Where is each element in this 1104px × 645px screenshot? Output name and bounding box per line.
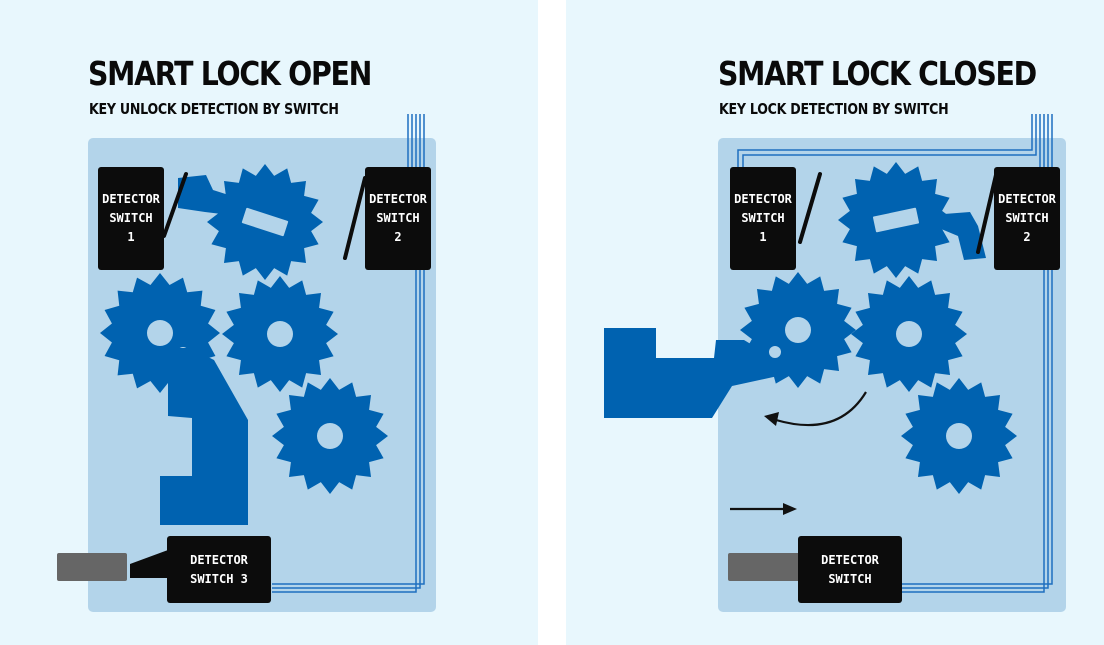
mechanism-open <box>57 114 425 593</box>
detector-switch-2-closed: DETECTOR SWITCH 2 <box>994 167 1060 270</box>
gear-upper-right-open <box>222 276 338 392</box>
detector-switch-2-open: DETECTOR SWITCH 2 <box>365 167 431 270</box>
detector-switch-bottom-closed: DETECTOR SWITCH <box>798 536 902 603</box>
switch-2-lever-closed <box>976 173 998 254</box>
detector-switch-3-open: DETECTOR SWITCH 3 <box>167 536 271 603</box>
title-closed: SMART LOCK CLOSED <box>718 54 1037 93</box>
gear-lower-open <box>272 378 388 494</box>
detector-switch-1-open-label: DETECTOR SWITCH 1 <box>102 192 160 244</box>
panel-smart-lock-closed: SMART LOCK CLOSED KEY LOCK DETECTION BY … <box>566 0 1104 645</box>
bolt-open <box>57 553 127 581</box>
lever-closed <box>604 328 778 418</box>
panel-smart-lock-open: SMART LOCK OPEN KEY UNLOCK DETECTION BY … <box>0 0 538 645</box>
key-arm-closed <box>934 212 986 260</box>
gear-key-closed <box>838 162 954 278</box>
rotation-arrow-icon <box>775 391 867 427</box>
title-open: SMART LOCK OPEN <box>88 54 372 93</box>
lever-open <box>160 348 248 525</box>
subtitle-closed: KEY LOCK DETECTION BY SWITCH <box>719 100 949 118</box>
detector-switch-1-open: DETECTOR SWITCH 1 <box>98 167 164 270</box>
gear-upper-right-closed <box>851 276 967 392</box>
switch-2-lever-open <box>343 176 367 260</box>
switch-1-lever-closed <box>798 172 822 244</box>
subtitle-open: KEY UNLOCK DETECTION BY SWITCH <box>89 100 339 118</box>
detector-switch-1-closed-label: DETECTOR SWITCH 1 <box>734 192 792 244</box>
detector-switch-2-closed-label: DETECTOR SWITCH 2 <box>998 192 1056 244</box>
bolt-closed <box>728 553 806 581</box>
gear-lower-closed <box>901 378 1017 494</box>
detector-switch-3-open-label: DETECTOR SWITCH 3 <box>190 552 248 586</box>
gear-key-open <box>207 164 323 280</box>
detector-switch-2-open-label: DETECTOR SWITCH 2 <box>369 192 427 244</box>
switch-1-lever-open <box>162 172 188 238</box>
detector-switch-1-closed: DETECTOR SWITCH 1 <box>730 167 796 270</box>
rotation-arrow-head-icon <box>764 412 779 426</box>
switch-3-plunger-open <box>130 550 168 578</box>
detector-switch-bottom-closed-label: DETECTOR SWITCH <box>821 552 879 586</box>
slide-arrow-head-icon <box>783 503 797 515</box>
gear-upper-left-closed <box>740 272 856 388</box>
